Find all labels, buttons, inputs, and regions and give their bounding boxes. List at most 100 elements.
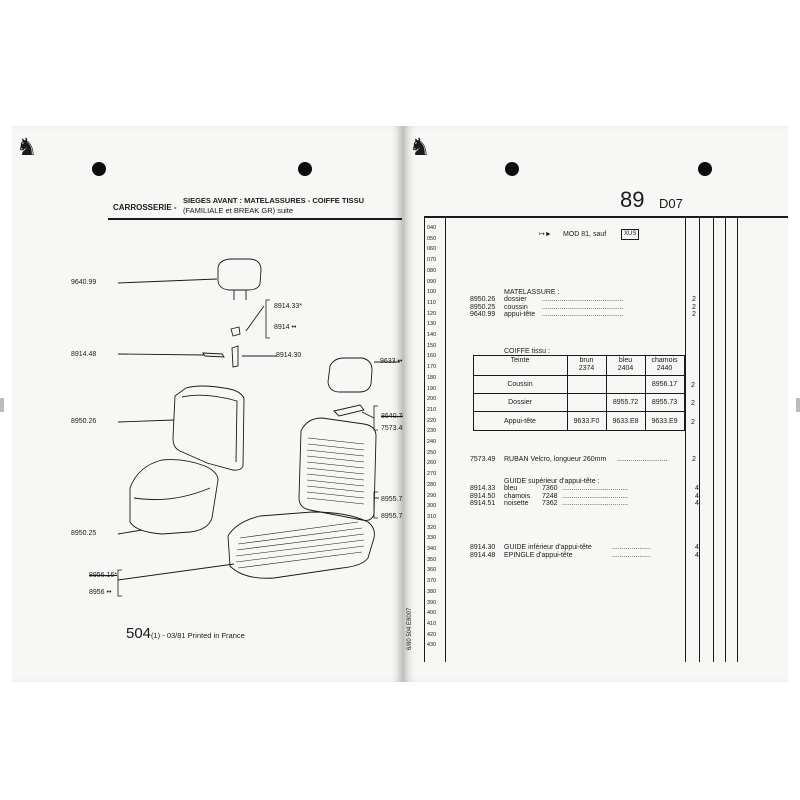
- table-qty: 2: [691, 400, 695, 407]
- ref-label: 8950.26: [71, 418, 97, 425]
- part-code: 7362: [542, 500, 558, 508]
- line-number: 220: [427, 417, 437, 424]
- line-number: 420: [427, 631, 437, 638]
- line-number: 260: [427, 460, 437, 467]
- table-rule: [473, 375, 685, 376]
- line-number: 130: [427, 321, 437, 328]
- part-qty: 4: [695, 500, 699, 508]
- title-line-1: SIEGES AVANT : MATELASSURES - COIFFE TIS…: [183, 196, 364, 205]
- line-number: 230: [427, 428, 437, 435]
- table-rule: [473, 355, 474, 431]
- footer-page-number: 504: [126, 625, 152, 642]
- leader-line: [117, 563, 235, 581]
- footer-text: (1) - 03/81 Printed in France: [151, 631, 245, 640]
- line-number: 060: [427, 246, 437, 253]
- mod-box: XUS: [621, 229, 640, 240]
- line-number: 250: [427, 449, 437, 456]
- table-cell: 8956.17: [651, 381, 678, 388]
- binder-hole-icon: [505, 162, 519, 176]
- ruban-ref: 7573.49: [470, 456, 496, 463]
- line-number: 370: [427, 578, 437, 585]
- part-ref: 8914.48: [470, 551, 496, 559]
- part-ref: 8914.50: [470, 492, 496, 500]
- ref-label: 8640.70: [381, 413, 407, 420]
- table-rule: [473, 355, 685, 356]
- binder-hole-icon: [298, 162, 312, 176]
- leader-dots: ........................................…: [542, 311, 624, 319]
- part-label: EPINGLE d'appui-tête: [504, 551, 573, 559]
- cover-cushion-outline: [227, 511, 375, 579]
- line-number: 240: [427, 439, 437, 445]
- pleat-line: [235, 539, 365, 557]
- pleat-line: [306, 455, 365, 463]
- table-row-label: Appui-tête: [504, 418, 536, 425]
- line-number: 430: [427, 642, 437, 649]
- table-cell: 9633.E9: [651, 418, 678, 425]
- leader-dots: ..................................: [562, 485, 629, 492]
- line-number: 320: [427, 524, 437, 531]
- line-number: 340: [427, 546, 437, 552]
- line-number: 380: [427, 588, 437, 595]
- line-number: 090: [427, 278, 437, 285]
- part-ref: 8914.33: [470, 485, 496, 492]
- line-number: 360: [427, 567, 437, 574]
- table-header-col2-name: bleu: [618, 357, 633, 364]
- column-rule: [737, 216, 738, 662]
- ref-label: 8955.72*: [381, 496, 410, 503]
- line-number: 150: [427, 342, 437, 349]
- line-number: 310: [427, 513, 437, 520]
- ref-label: 7573.49*: [381, 425, 410, 432]
- pleat-line: [307, 437, 365, 445]
- header-rule: [108, 218, 402, 220]
- lower-guide: [231, 345, 239, 368]
- pleat-line: [237, 551, 363, 569]
- part-label: appui-tête: [504, 311, 536, 319]
- pleat-line: [306, 497, 365, 505]
- headrest-cover-outline: [327, 357, 373, 393]
- leader-dots: ........................................…: [542, 296, 624, 303]
- title-line-2: (FAMILIALE et BREAK GR) suite: [183, 206, 294, 215]
- part-ref: 8914.51: [470, 500, 496, 508]
- binder-hole-icon: [698, 162, 712, 176]
- line-number: 160: [427, 353, 437, 360]
- line-number: 290: [427, 492, 437, 499]
- seat-cushion-seam: [133, 487, 211, 501]
- part-qty: 4: [695, 492, 699, 500]
- pleat-line: [306, 485, 365, 493]
- pleat-line: [306, 479, 365, 487]
- ref-label: 8955.73: [381, 513, 407, 520]
- column-rule: [699, 216, 700, 662]
- column-rule: [445, 216, 446, 662]
- leader-line: [117, 353, 205, 356]
- line-number: 120: [427, 310, 437, 317]
- table-rule: [684, 355, 685, 431]
- part-ref: 8950.25: [470, 303, 496, 311]
- line-number: 280: [427, 481, 437, 488]
- table-header-col2-code: 2404: [617, 365, 634, 372]
- page-number: 89: [620, 187, 645, 212]
- line-number: 110: [427, 299, 436, 306]
- pleat-line: [239, 521, 359, 539]
- table-header-teinte: Teinte: [510, 357, 530, 364]
- pleat-line: [306, 491, 365, 499]
- part-qty: 2: [692, 311, 696, 319]
- part-ref: 8950.26: [470, 296, 496, 303]
- upper-guide: [230, 326, 241, 337]
- seat-back-seam: [181, 394, 238, 463]
- column-rule: [725, 216, 726, 662]
- part-ref: 8914.30: [470, 544, 496, 551]
- ref-label: 9633 ••: [380, 358, 403, 365]
- part-qty: 4: [695, 544, 699, 551]
- matelassure-title: MATELASSURE :: [504, 289, 560, 296]
- coiffe-title: COIFFE tissu :: [504, 348, 550, 355]
- ref-label: 9640.99: [71, 279, 97, 286]
- leader-line: [361, 411, 375, 419]
- table-qty: 2: [691, 419, 695, 426]
- line-number: 200: [427, 396, 437, 403]
- part-label: dossier: [504, 296, 527, 303]
- part-label: coussin: [504, 303, 528, 311]
- ref-label: 8956 ••: [89, 589, 112, 596]
- ruban-qty: 2: [692, 456, 696, 463]
- line-number: 140: [427, 332, 437, 338]
